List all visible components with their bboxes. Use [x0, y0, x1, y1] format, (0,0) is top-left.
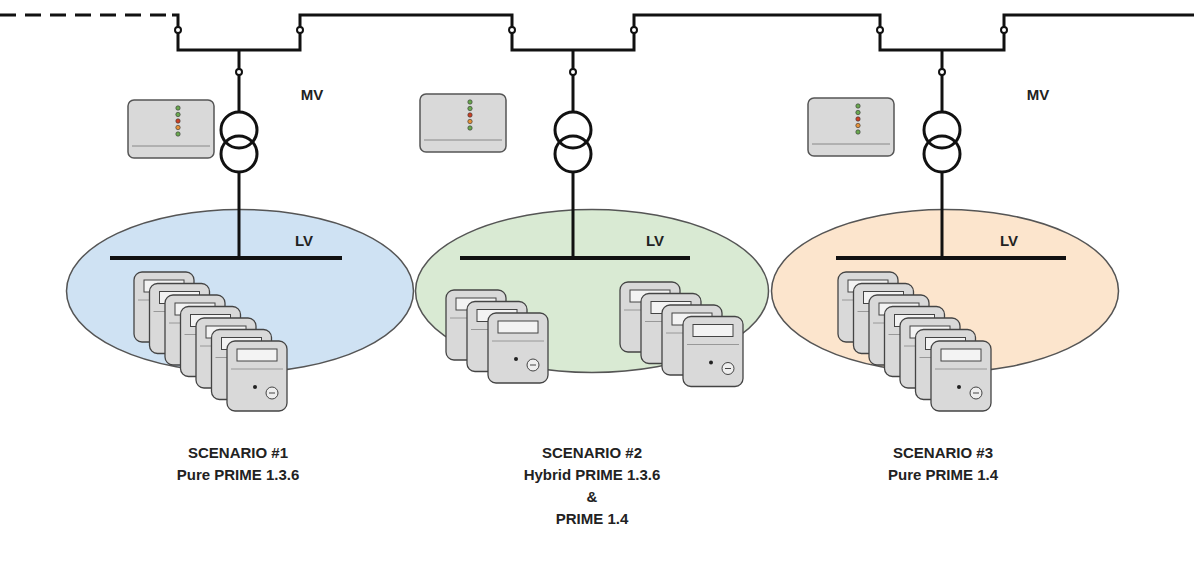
smart-meter — [838, 272, 898, 342]
lv-area-ellipse: LV — [770, 208, 1120, 374]
smart-meter — [212, 330, 272, 400]
scenario-title: SCENARIO #3 — [893, 444, 993, 462]
smart-meter — [683, 317, 743, 387]
voltage-label: MV — [1027, 86, 1050, 104]
smart-meter — [900, 318, 960, 388]
smart-meter — [227, 341, 287, 411]
voltage-label: MV — [301, 86, 324, 104]
mv-feeder-dashed — [0, 14, 172, 17]
ellipse-outline — [414, 208, 770, 374]
smart-meter — [931, 341, 991, 411]
lv-label: LV — [646, 232, 664, 250]
smart-meter — [467, 302, 527, 372]
lv-label: LV — [295, 232, 313, 250]
smart-meter — [181, 307, 241, 377]
smart-meter — [150, 284, 210, 354]
lv-area-ellipse: LV — [414, 208, 770, 374]
mv-feeder — [172, 15, 1194, 50]
scenario-title: SCENARIO #2 — [542, 444, 642, 462]
smart-meter — [885, 307, 945, 377]
smart-meter — [134, 272, 194, 342]
tap-switches — [236, 69, 945, 75]
switch-symbols — [175, 27, 1007, 33]
scenario-subtitle: Pure PRIME 1.4 — [888, 466, 998, 484]
smart-meter — [662, 305, 722, 375]
smart-meter — [488, 313, 548, 383]
scenario-subtitle: Hybrid PRIME 1.3.6 — [524, 466, 661, 484]
smart-meter — [196, 318, 256, 388]
transformer-symbols — [221, 112, 960, 172]
data-concentrator — [128, 100, 214, 158]
data-concentrator — [808, 98, 894, 156]
smart-meter — [446, 290, 506, 360]
scenario-subtitle: PRIME 1.4 — [556, 510, 629, 528]
smart-meters — [134, 272, 991, 411]
smart-meter — [641, 294, 701, 364]
ellipse-outline — [770, 208, 1120, 374]
smart-meter — [165, 295, 225, 365]
scenario-subtitle: & — [587, 488, 598, 506]
smart-meter — [854, 284, 914, 354]
lv-bus-bars — [110, 256, 1066, 260]
ellipse-outline — [65, 208, 415, 374]
lv-area-ellipse: LV — [65, 208, 415, 374]
scenario-title: SCENARIO #1 — [188, 444, 288, 462]
smart-meter — [869, 295, 929, 365]
lv-drops — [239, 172, 942, 258]
data-concentrator — [420, 94, 506, 152]
transformer-taps — [239, 50, 942, 112]
lv-label: LV — [1000, 232, 1018, 250]
scenario-subtitle: Pure PRIME 1.3.6 — [177, 466, 300, 484]
smart-meter — [620, 282, 680, 352]
data-concentrators — [128, 94, 894, 158]
smart-meter — [916, 330, 976, 400]
